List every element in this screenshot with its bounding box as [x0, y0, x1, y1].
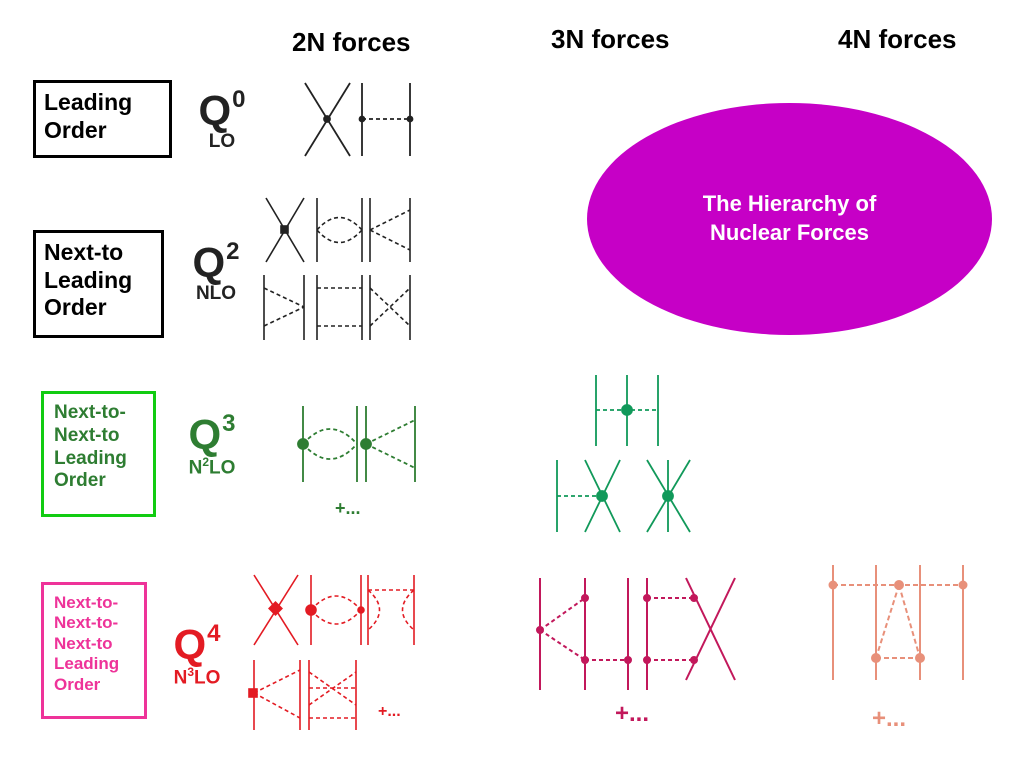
more-terms-n3lo-3n: +... [615, 700, 650, 727]
triangle-vertex-diagram [248, 660, 301, 730]
q-label-lo: Q0 LO [192, 88, 252, 153]
more-terms-n3lo-2n: +... [378, 703, 401, 720]
ring-3n-diagram [536, 578, 632, 690]
two-pion-3n-diagram [643, 577, 736, 690]
ellipse-title-line: Nuclear Forces [710, 220, 869, 245]
contact-diagram [253, 574, 299, 646]
football-vertex-diagram [305, 575, 365, 645]
q-order-abbr: N3LO [173, 665, 221, 689]
order-box-line: Next-to- [54, 402, 126, 423]
q-symbol: Q [198, 87, 232, 134]
hierarchy-ellipse: The Hierarchy of Nuclear Forces [587, 103, 992, 335]
crossed-box-diagram [369, 275, 411, 340]
order-box-line: Leading [54, 447, 127, 469]
header-2n-forces: 2N forces [292, 27, 411, 57]
football-vertex-diagram [297, 406, 358, 482]
order-box-line: Order [54, 470, 106, 492]
box-diagram [316, 275, 363, 340]
order-box-nlo: Next-to Leading Order [33, 230, 164, 338]
q-power: 3 [222, 410, 236, 437]
order-box-line: Next-to- [54, 593, 119, 612]
triangle-mirror-diagram [263, 275, 305, 340]
q-symbol: Q [192, 239, 226, 286]
q-symbol: Q [188, 411, 222, 458]
crossed-loop-diagram [308, 660, 357, 730]
q-order-abbr: LO [208, 131, 236, 152]
n2lo-3n-diagrams [556, 375, 691, 533]
n3lo-2n-diagrams [248, 574, 415, 730]
order-box-line: Order [54, 674, 101, 694]
contact-diagram [304, 82, 351, 157]
header-4n-forces: 4N forces [838, 24, 957, 54]
q-label-nlo: Q2 NLO [186, 240, 246, 305]
more-terms-n3lo-4n: +... [872, 705, 907, 732]
contact-diagram [265, 197, 305, 263]
contact-3n-diagram [646, 459, 691, 533]
n2lo-2n-diagrams [297, 406, 416, 482]
order-box-line: Leading [54, 654, 120, 674]
triangle-vertex-diagram [360, 406, 416, 482]
order-box-line: Order [44, 294, 107, 321]
q-label-n3lo: Q4 N3LO [165, 622, 229, 689]
n3lo-3n-diagrams [536, 577, 736, 690]
nlo-2n-diagrams [263, 197, 411, 340]
order-box-line: Order [44, 116, 107, 143]
triangle-diagram [369, 198, 411, 262]
football-diagram [316, 198, 363, 262]
q-power: 0 [232, 86, 246, 113]
more-terms-n2lo-2n: +... [335, 498, 361, 518]
one-pion-contact-3n-diagram [556, 459, 621, 533]
order-box-lo: Leading Order [33, 80, 172, 158]
order-box-line: Next-to [44, 239, 124, 265]
q-order-abbr: N2LO [188, 455, 236, 479]
n3lo-4n-diagram [828, 565, 968, 680]
q-label-n2lo: Q3 N2LO [180, 412, 244, 479]
order-box-n3lo: Next-to- Next-to- Next-to Leading Order [41, 582, 147, 719]
order-box-line: Leading [44, 89, 133, 115]
q-symbol: Q [173, 621, 207, 668]
order-box-line: Leading [44, 266, 133, 293]
one-pion-exchange-diagram [358, 83, 414, 156]
lo-2n-diagrams [304, 82, 414, 157]
q-order-abbr: NLO [195, 283, 237, 304]
order-box-line: Next-to- [54, 613, 119, 633]
two-loop-diagram [367, 575, 415, 645]
q-power: 4 [207, 620, 221, 647]
two-pion-exchange-3n-diagram [595, 375, 659, 446]
order-box-line: Next-to [54, 424, 120, 446]
ellipse-title-line: The Hierarchy of [702, 191, 877, 217]
order-box-line: Next-to [54, 633, 113, 653]
header-3n-forces: 3N forces [551, 24, 670, 54]
order-box-n2lo: Next-to- Next-to Leading Order [41, 391, 156, 517]
q-power: 2 [226, 238, 240, 265]
